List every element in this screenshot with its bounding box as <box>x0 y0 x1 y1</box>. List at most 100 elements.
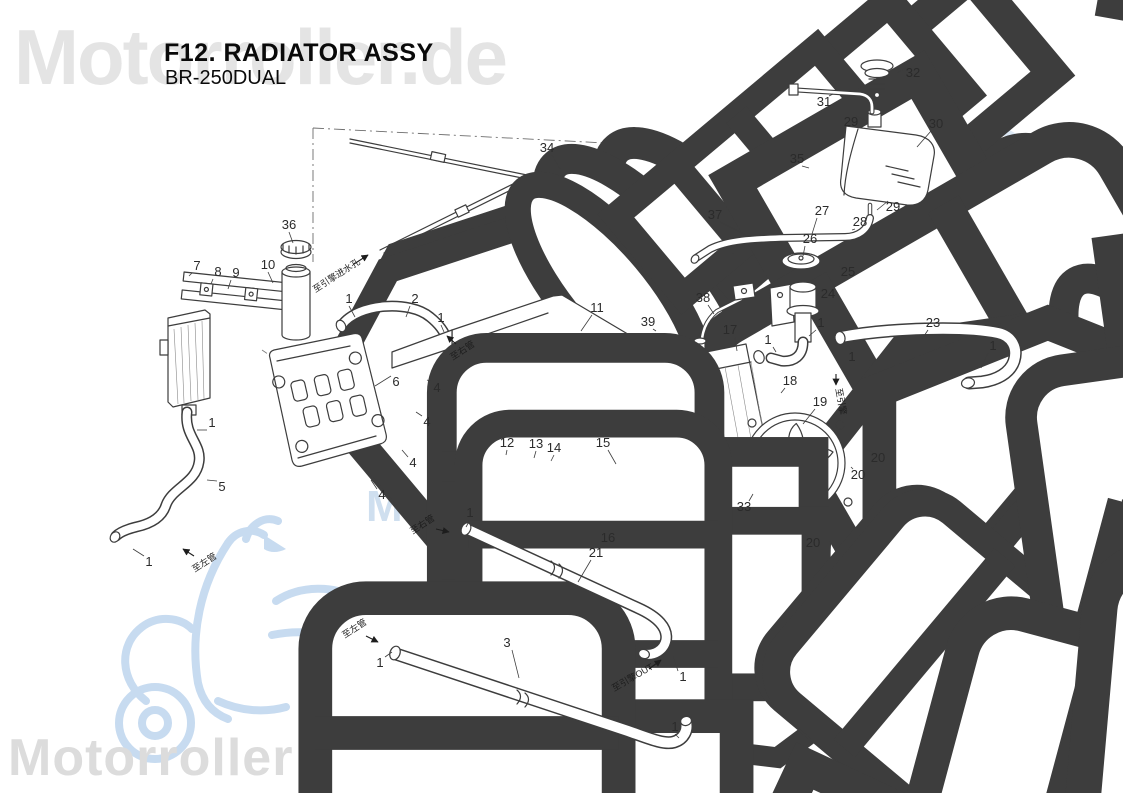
part-callout: 29 <box>886 199 900 214</box>
callout-leader <box>916 130 932 148</box>
hose-21 <box>460 522 1113 793</box>
callout-leader <box>772 346 777 353</box>
part-callout: 12 <box>500 435 514 450</box>
callout-leader <box>846 343 853 352</box>
part-callout: 18 <box>783 373 797 388</box>
part-callout: 30 <box>929 116 943 131</box>
callout-leader <box>811 217 818 235</box>
callout-leader <box>672 655 679 672</box>
part-callout: 14 <box>547 440 561 455</box>
callout-leader <box>802 531 809 538</box>
part-callout: 37 <box>708 207 722 222</box>
callout-leader <box>227 279 232 290</box>
part-callout: 1 <box>764 332 771 347</box>
callout-leader <box>801 165 810 169</box>
callout-leader <box>607 449 617 465</box>
callout-leader <box>511 649 520 679</box>
part-callout: 2 <box>411 291 418 306</box>
title-block: F12. RADIATOR ASSY BR-250DUAL <box>164 39 434 89</box>
part-callout: 5 <box>218 479 225 494</box>
callout-leader <box>401 449 409 458</box>
hose-23 <box>834 0 1123 793</box>
callout-leader <box>748 493 754 502</box>
watermark-text-bottom-left: Motorroller <box>8 729 293 787</box>
callout-leader <box>815 287 824 298</box>
part-callout: 16 <box>601 530 615 545</box>
callout-leader <box>837 265 844 269</box>
callout-leader <box>980 352 989 369</box>
part-callout: 1 <box>376 655 383 670</box>
callout-leader <box>550 454 555 462</box>
callout-leader <box>707 304 715 315</box>
part-callout: 1 <box>466 505 473 520</box>
part-callout: 1 <box>345 291 352 306</box>
callout-leader <box>440 324 445 333</box>
part-callout: 25 <box>841 264 855 279</box>
routing-note-arrow <box>648 659 662 670</box>
part-callout: 9 <box>232 265 239 280</box>
hose-27 <box>690 209 1123 661</box>
callout-leader <box>674 733 680 739</box>
part-callout: 3 <box>503 635 510 650</box>
part-callout: 21 <box>589 545 603 560</box>
callout-leader <box>828 93 834 97</box>
part-callout: 28 <box>853 214 867 229</box>
routing-note-arrow <box>182 548 195 557</box>
page-title: F12. RADIATOR ASSY <box>164 39 434 67</box>
callout-leader <box>348 305 356 318</box>
callout-leader <box>210 278 214 285</box>
part-callout: 27 <box>815 203 829 218</box>
callout-leader <box>426 379 433 383</box>
expansion-tank-30 <box>441 59 1123 793</box>
part-callout: 32 <box>906 65 920 80</box>
callout-leader <box>415 411 423 417</box>
callout-leader <box>802 408 816 425</box>
callout-leader <box>607 529 611 533</box>
part-callout: 10 <box>261 257 275 272</box>
part-callout: 20 <box>851 467 865 482</box>
part-callout: 31 <box>817 94 831 109</box>
callout-leader <box>855 115 868 122</box>
part-callout: 17 <box>723 322 737 337</box>
part-callout: 20 <box>871 450 885 465</box>
part-callout: 1 <box>989 338 996 353</box>
part-callout: 1 <box>817 315 824 330</box>
part-callout: 26 <box>803 231 817 246</box>
callout-leader <box>288 231 294 244</box>
part-callout: 1 <box>208 415 215 430</box>
shroud-6 <box>268 40 1123 793</box>
callout-leader <box>921 329 929 340</box>
part-callout: 35 <box>790 151 804 166</box>
part-callout: 4 <box>378 487 385 502</box>
part-callout: 7 <box>193 258 200 273</box>
callout-leader <box>652 328 657 332</box>
part-callout: 1 <box>848 349 855 364</box>
part-callout: 15 <box>596 435 610 450</box>
page-subtitle: BR-250DUAL <box>165 67 286 89</box>
callout-leader <box>802 245 806 257</box>
routing-note: 至引擎进水孔 <box>310 256 361 295</box>
routing-note-arrow <box>365 635 379 643</box>
callout-leader <box>850 466 854 470</box>
callout-leader <box>876 200 889 211</box>
part-callout: 23 <box>926 315 940 330</box>
callout-leader <box>465 519 471 528</box>
callout-leader <box>551 154 561 170</box>
callout-leader <box>505 449 508 456</box>
part-callout: 4 <box>433 380 440 395</box>
elbow-22 <box>314 336 1123 793</box>
part-callout: 1 <box>671 719 678 734</box>
part-callout: 33 <box>737 499 751 514</box>
callout-leader <box>188 272 193 277</box>
callout-leader <box>405 305 411 318</box>
part-callout: 4 <box>409 455 416 470</box>
filler-tank-36 <box>280 239 312 341</box>
part-callout: 11 <box>590 300 604 315</box>
routing-note-arrow <box>446 335 457 345</box>
callout-leader <box>896 66 909 74</box>
callout-leader <box>267 271 274 284</box>
part-callout: 24 <box>821 286 835 301</box>
